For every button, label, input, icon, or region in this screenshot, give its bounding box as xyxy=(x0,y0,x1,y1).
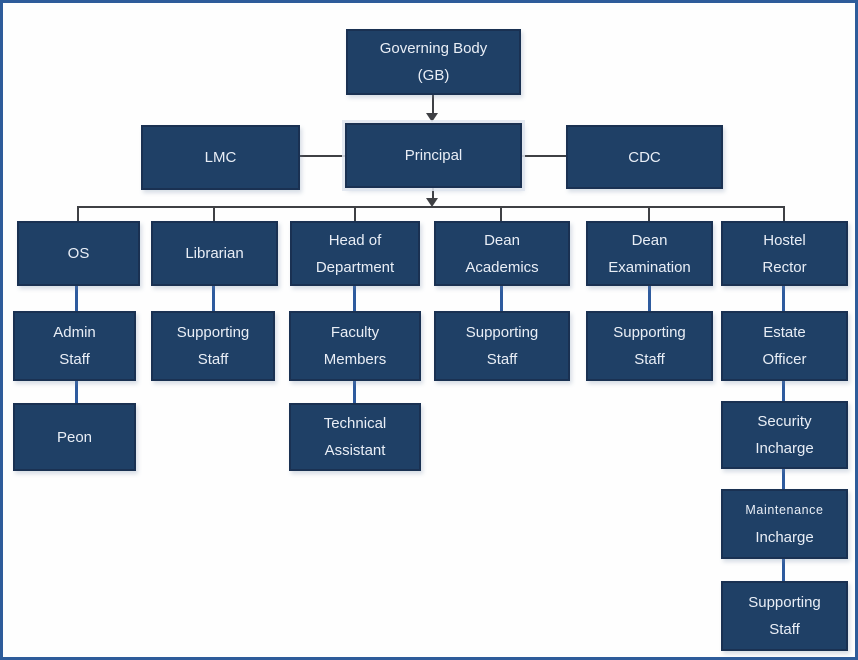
node-librarian-supporting-staff: Supporting Staff xyxy=(151,311,275,381)
node-label: Examination xyxy=(608,258,691,276)
node-lmc: LMC xyxy=(141,125,300,190)
node-peon: Peon xyxy=(13,403,136,471)
node-label: Maintenance xyxy=(745,503,824,517)
node-label: Dean xyxy=(484,231,520,249)
connector-principal-bus xyxy=(432,188,434,200)
node-principal: Principal xyxy=(345,123,522,188)
node-label: Faculty xyxy=(330,324,380,341)
node-label: Staff xyxy=(197,351,229,368)
connector-bus-librarian xyxy=(213,206,215,221)
node-cdc: CDC xyxy=(566,125,723,189)
connector-bus xyxy=(77,206,785,208)
connector-estate-security-incharge xyxy=(782,381,785,401)
connector-bus-hostel-rector xyxy=(783,206,785,221)
connector-bus-hod xyxy=(354,206,356,221)
arrow-down-icon xyxy=(426,198,438,207)
connector-bus-os xyxy=(77,206,79,221)
node-dean-examination-supporting-staff: Supporting Staff xyxy=(586,311,713,381)
node-dean-academics: Dean Academics xyxy=(434,221,570,286)
node-label: Principal xyxy=(404,147,463,164)
node-label: Security xyxy=(757,413,812,430)
node-label: Assistant xyxy=(324,442,386,459)
connector-faculty-technical-assistant xyxy=(353,381,356,403)
node-label: Rector xyxy=(762,258,807,276)
node-dean-examination: Dean Examination xyxy=(586,221,713,286)
connector-bus-dean-academics xyxy=(500,206,502,221)
connector-maintenance-supporting-staff xyxy=(782,559,785,581)
connector-gb-principal xyxy=(432,95,434,115)
node-label: Governing Body xyxy=(379,40,488,57)
node-label: Supporting xyxy=(176,324,250,341)
node-label: Staff xyxy=(634,351,665,368)
node-label: (GB) xyxy=(417,67,450,84)
connector-dean-examination-supporting-staff xyxy=(648,286,651,311)
node-label: Hostel xyxy=(763,231,806,249)
node-label: Incharge xyxy=(755,440,814,457)
node-admin-staff: Admin Staff xyxy=(13,311,136,381)
node-technical-assistant: Technical Assistant xyxy=(289,403,421,471)
node-label: Librarian xyxy=(185,245,244,262)
node-security-incharge: Security Incharge xyxy=(721,401,848,469)
node-label: Incharge xyxy=(755,529,814,546)
node-label: Head of xyxy=(328,231,382,249)
node-label: CDC xyxy=(628,148,661,166)
node-governing-body: Governing Body (GB) xyxy=(346,29,521,95)
node-label: Admin xyxy=(53,324,96,341)
node-librarian: Librarian xyxy=(151,221,278,286)
node-label: OS xyxy=(67,245,90,262)
node-dean-academics-supporting-staff: Supporting Staff xyxy=(434,311,570,381)
connector-hod-faculty-members xyxy=(353,286,356,311)
node-label: Peon xyxy=(56,428,93,446)
node-maintenance-incharge: Maintenance Incharge xyxy=(721,489,848,559)
connector-os-admin-staff xyxy=(75,286,78,311)
arrow-down-icon xyxy=(426,113,438,122)
connector-admin-staff-peon xyxy=(75,381,78,403)
node-label: Dean xyxy=(631,231,668,249)
node-label: Staff xyxy=(59,351,90,368)
node-label: Staff xyxy=(769,621,800,638)
node-label: Members xyxy=(323,351,387,368)
connector-principal-cdc xyxy=(522,155,566,157)
connector-librarian-supporting-staff xyxy=(212,286,215,311)
node-label: Supporting xyxy=(748,594,821,611)
node-label: Department xyxy=(315,258,395,276)
node-label: Estate xyxy=(763,324,806,341)
connector-security-maintenance-incharge xyxy=(782,469,785,489)
node-label: Technical xyxy=(323,415,387,432)
node-faculty-members: Faculty Members xyxy=(289,311,421,381)
node-label: Academics xyxy=(465,258,539,276)
node-label: Officer xyxy=(762,351,807,368)
node-label: Staff xyxy=(486,351,518,368)
node-label: Supporting xyxy=(613,324,686,341)
node-hostel-rector: Hostel Rector xyxy=(721,221,848,286)
node-head-of-department: Head of Department xyxy=(290,221,420,286)
connector-dean-academics-supporting-staff xyxy=(500,286,503,311)
node-os: OS xyxy=(17,221,140,286)
node-label: LMC xyxy=(204,149,237,166)
connector-bus-dean-examination xyxy=(648,206,650,221)
node-estate-officer: Estate Officer xyxy=(721,311,848,381)
connector-hostel-estate-officer xyxy=(782,286,785,311)
node-hostel-supporting-staff: Supporting Staff xyxy=(721,581,848,651)
connector-lmc-principal xyxy=(300,155,345,157)
node-label: Supporting xyxy=(465,324,539,341)
